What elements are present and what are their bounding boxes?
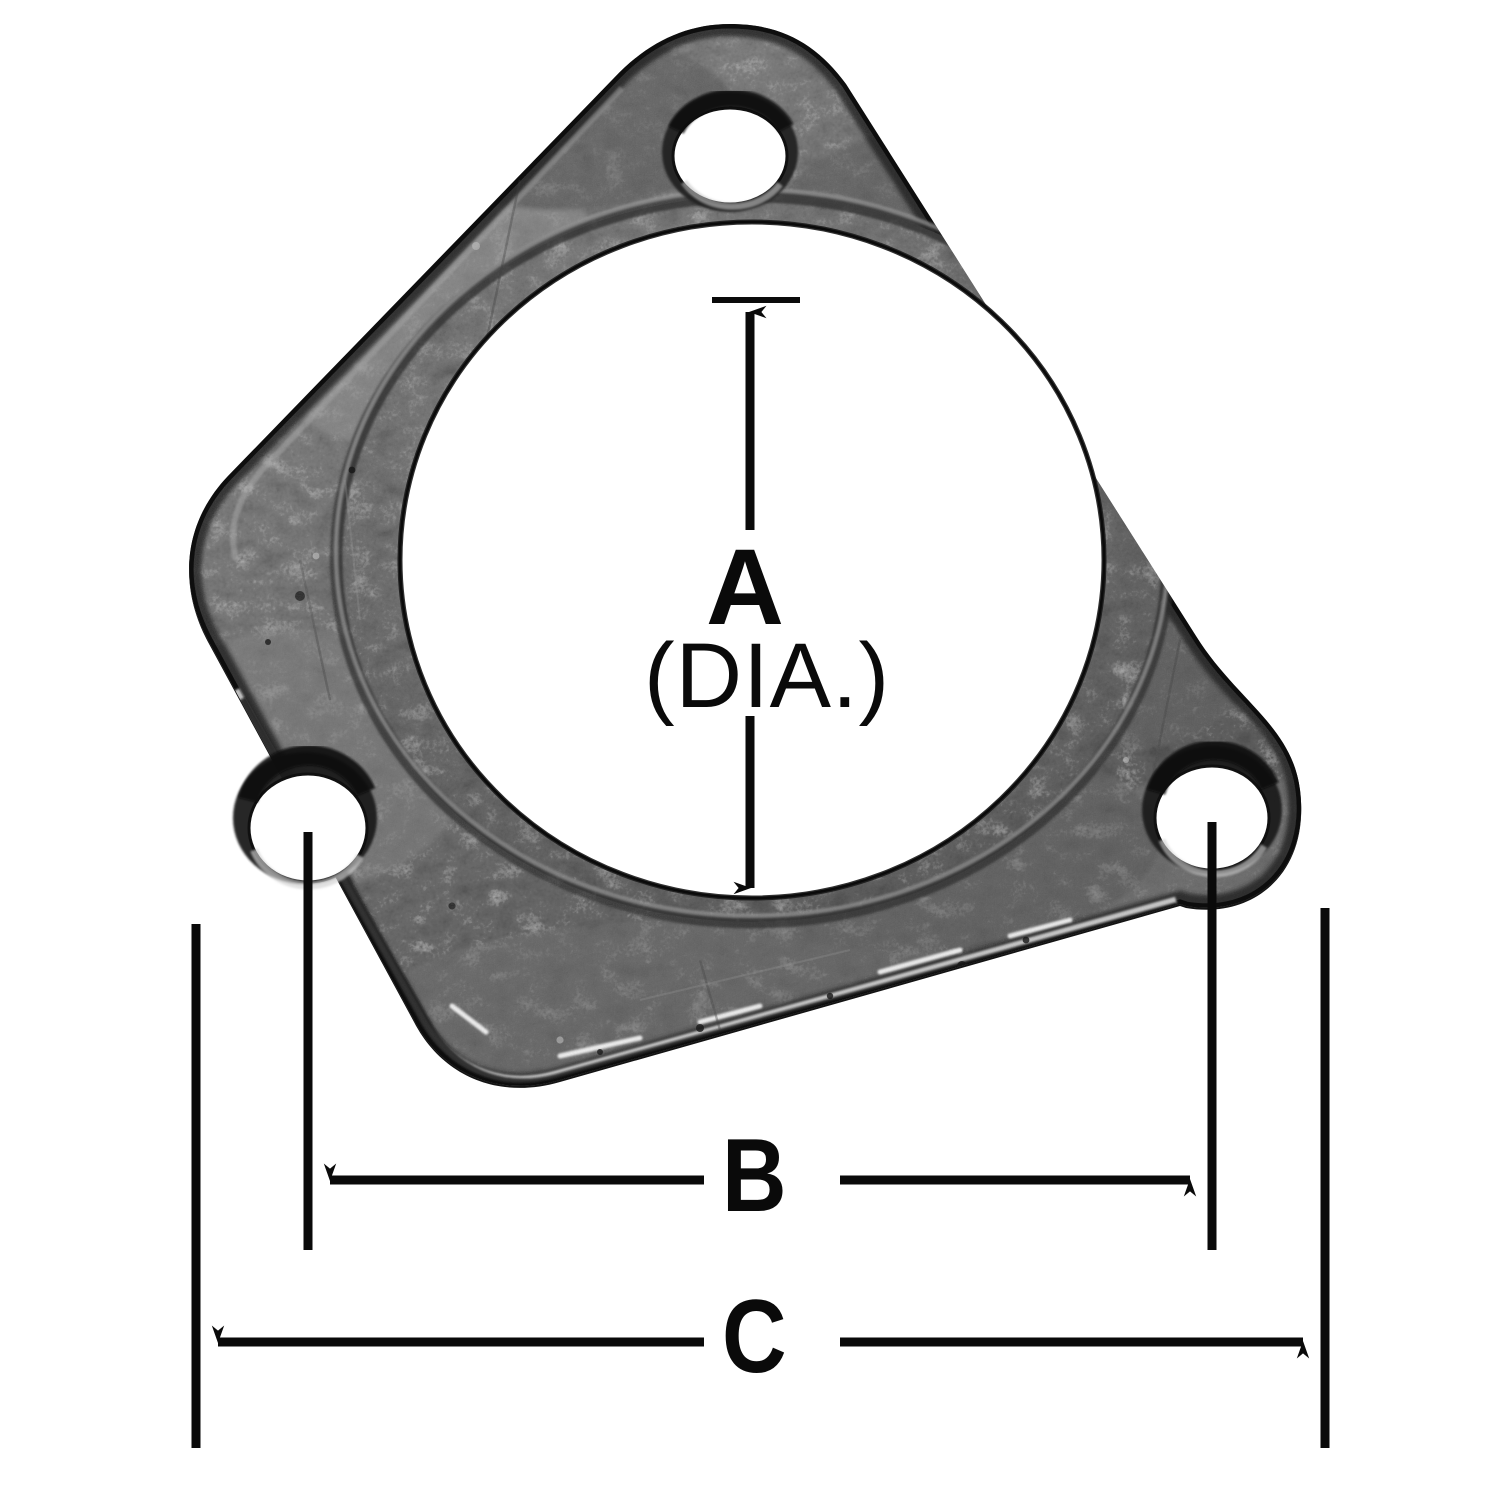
- dimension-c: [191, 908, 1330, 1448]
- left-bolt-hole: [233, 745, 377, 890]
- top-bolt-hole: [662, 89, 798, 212]
- center-bore: [397, 219, 1107, 901]
- dimension-b-label: B: [722, 1118, 787, 1234]
- dimension-b: [303, 822, 1217, 1250]
- dimension-a-arrow: [712, 297, 800, 895]
- dimension-a-sublabel: (DIA.): [644, 625, 891, 727]
- right-bolt-hole: [1142, 740, 1282, 878]
- dimension-c-label: C: [722, 1279, 787, 1395]
- dimension-a-label: A: [706, 526, 784, 647]
